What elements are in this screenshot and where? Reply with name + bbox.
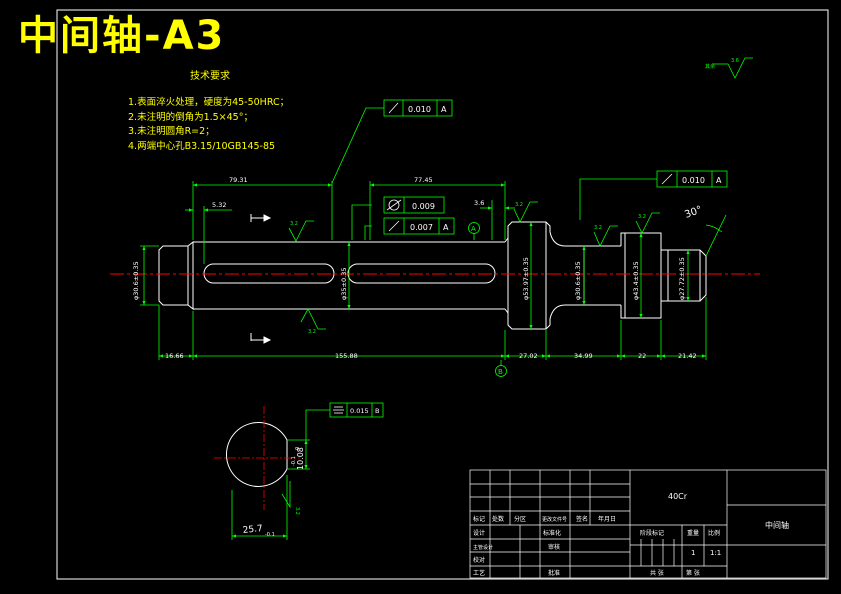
svg-text:A: A xyxy=(441,105,447,114)
svg-text:共 张: 共 张 xyxy=(650,569,664,577)
keyway-section-view: 0.015 B 10.08 -0.1 0 25.7 -0.1 xyxy=(214,402,384,540)
tech-requirement-item: 2.未注明的倒角为1.5×45°； xyxy=(128,111,253,123)
roughness-symbols xyxy=(281,57,753,509)
svg-text:3.2: 3.2 xyxy=(638,214,646,220)
svg-text:年月日: 年月日 xyxy=(598,515,616,523)
tolerance-frame-runout-2: 0.010 A xyxy=(656,170,728,188)
svg-text:0.010: 0.010 xyxy=(408,105,431,114)
svg-text:0.009: 0.009 xyxy=(412,202,435,211)
svg-text:比例: 比例 xyxy=(708,529,720,537)
svg-text:A: A xyxy=(471,225,476,233)
tolerance-frame-runout-1: 0.010 A xyxy=(383,99,453,117)
svg-text:22: 22 xyxy=(638,352,646,360)
svg-text:3.2: 3.2 xyxy=(290,221,298,227)
tech-requirements-list: 1.表面淬火处理，硬度为45-50HRC； 2.未注明的倒角为1.5×45°； … xyxy=(128,96,289,154)
tolerance-frame-cylindricity: 0.009 xyxy=(383,196,445,214)
svg-text:标记: 标记 xyxy=(473,515,485,523)
svg-text:φ30.6±0.35: φ30.6±0.35 xyxy=(132,261,140,300)
section-width-dimension: 25.7 xyxy=(242,524,263,536)
svg-text:155.88: 155.88 xyxy=(335,352,358,360)
svg-text:3.2: 3.2 xyxy=(308,329,316,335)
svg-text:3.2: 3.2 xyxy=(594,225,602,231)
svg-text:34.99: 34.99 xyxy=(574,352,593,360)
tech-requirement-item: 1.表面淬火处理，硬度为45-50HRC； xyxy=(128,97,290,108)
svg-text:1: 1 xyxy=(691,549,695,557)
svg-text:更改文件号: 更改文件号 xyxy=(542,516,567,523)
svg-text:3.6: 3.6 xyxy=(474,199,484,207)
svg-text:77.45: 77.45 xyxy=(414,176,433,184)
svg-text:主管设计: 主管设计 xyxy=(473,544,493,551)
svg-text:阶段标记: 阶段标记 xyxy=(640,529,664,537)
svg-text:签名: 签名 xyxy=(576,515,588,523)
tech-requirement-item: 4.两端中心孔B3.15/10GB145-85 xyxy=(128,140,276,152)
svg-text:3.2: 3.2 xyxy=(515,202,523,208)
datum-marker-b: B xyxy=(495,365,507,377)
svg-text:30°: 30° xyxy=(683,204,703,220)
title-block xyxy=(469,469,827,579)
svg-text:79.31: 79.31 xyxy=(229,176,248,184)
sheet-border xyxy=(56,9,829,580)
svg-text:批准: 批准 xyxy=(548,569,560,577)
drawing-title: 中间轴-A3 xyxy=(18,13,226,59)
svg-text:标准化: 标准化 xyxy=(543,529,561,537)
svg-text:工艺: 工艺 xyxy=(473,569,485,577)
svg-text:φ53.97±0.35: φ53.97±0.35 xyxy=(522,257,530,300)
svg-text:第 张: 第 张 xyxy=(686,569,700,577)
shaft-outline xyxy=(158,221,707,330)
roughness-values: 3.2 3.2 3.2 3.2 3.2 3.6 3.2 其余 xyxy=(290,58,739,515)
tech-requirement-item: 3.未注明圆角R=2； xyxy=(128,126,215,137)
svg-text:0.007: 0.007 xyxy=(410,223,433,232)
tolerance-frame-runout-3: 0.007 A xyxy=(383,217,455,235)
svg-text:其余: 其余 xyxy=(705,63,715,70)
symmetry-tolerance-value: 0.015 xyxy=(350,407,369,415)
svg-text:重量: 重量 xyxy=(687,529,699,537)
svg-text:21.42: 21.42 xyxy=(678,352,697,360)
svg-text:校对: 校对 xyxy=(473,556,485,564)
svg-text:设计: 设计 xyxy=(473,529,485,537)
material-label: 40Cr xyxy=(668,492,688,501)
tech-requirements-heading: 技术要求 xyxy=(190,71,230,82)
svg-text:分区: 分区 xyxy=(514,515,526,523)
svg-text:3.6: 3.6 xyxy=(731,58,739,64)
svg-text:φ30.6±0.35: φ30.6±0.35 xyxy=(574,261,582,300)
svg-text:φ27.72±0.35: φ27.72±0.35 xyxy=(678,257,686,300)
svg-text:16.66: 16.66 xyxy=(165,352,184,360)
svg-text:0.010: 0.010 xyxy=(682,176,705,185)
svg-text:φ43.4±0.35: φ43.4±0.35 xyxy=(632,261,640,300)
svg-text:B: B xyxy=(498,368,503,376)
dimension-texts: 79.31 77.45 5.32 3.6 16.66 155.88 27.02 … xyxy=(132,176,704,360)
dimension-lines xyxy=(140,63,728,366)
title-block-texts: 40Cr 中间轴 标记 处数 分区 更改文件号 签名 年月日 设计 主管设计 校… xyxy=(473,492,789,577)
svg-text:A: A xyxy=(716,176,722,185)
section-arrows xyxy=(250,214,272,344)
symmetry-tolerance-datum: B xyxy=(375,407,379,415)
svg-text:A: A xyxy=(443,223,449,232)
part-name-label: 中间轴 xyxy=(765,520,789,530)
datum-marker-a: A xyxy=(468,222,480,234)
svg-text:1:1: 1:1 xyxy=(710,549,721,557)
svg-text:处数: 处数 xyxy=(492,515,504,523)
svg-text:-0.1: -0.1 xyxy=(265,532,275,538)
section-depth-tolerance-low: -0.1 xyxy=(291,456,297,466)
svg-text:审核: 审核 xyxy=(548,543,560,551)
section-depth-dimension: 10.08 xyxy=(296,447,305,470)
svg-text:3.2: 3.2 xyxy=(294,507,300,515)
section-depth-tolerance-high: 0 xyxy=(295,447,301,450)
svg-text:φ35±0.35: φ35±0.35 xyxy=(340,268,348,300)
svg-text:27.02: 27.02 xyxy=(519,352,538,360)
svg-text:5.32: 5.32 xyxy=(212,201,226,209)
